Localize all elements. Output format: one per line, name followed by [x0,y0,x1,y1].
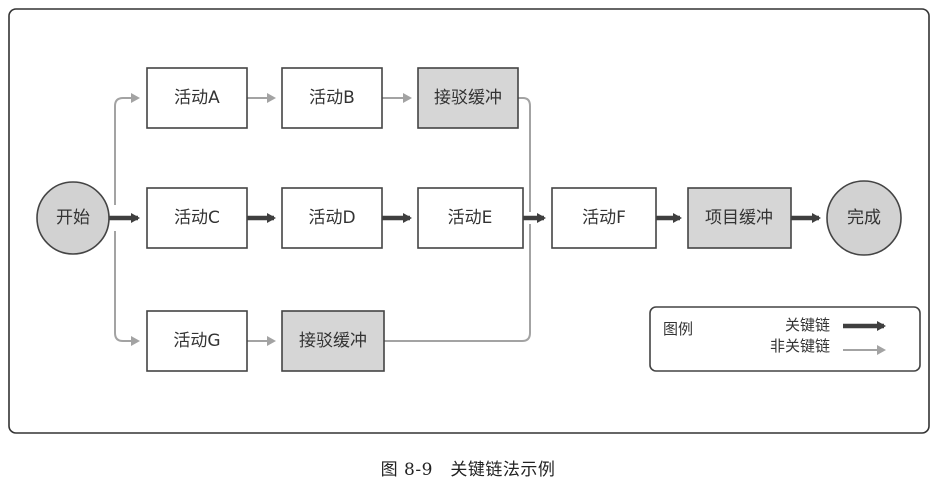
activity-a-label: 活动A [174,88,220,108]
activity-b-node: 活动B [281,67,383,129]
project-buffer-label: 项目缓冲 [705,208,773,228]
figure-caption: 图 8-9 关键链法示例 [380,460,556,480]
noncritical-connectors [114,93,531,346]
activity-b-label: 活动B [309,88,355,108]
connector-start-to-g [114,231,140,346]
feeding-buffer-bottom-label: 接驳缓冲 [299,331,367,351]
activity-e-label: 活动E [448,208,493,228]
feeding-buffer-bottom-node: 接驳缓冲 [281,310,385,372]
legend: 图例 关键链 非关键链 [649,306,921,372]
activity-f-node: 活动F [551,187,657,249]
feeding-buffer-top-node: 接驳缓冲 [417,67,519,129]
activity-c-label: 活动C [174,208,220,228]
activity-e-node: 活动E [417,187,524,249]
connector-start-to-a [114,93,140,205]
connector-bottom-buffer-merge [384,224,531,342]
feeding-buffer-top-label: 接驳缓冲 [434,88,502,108]
legend-noncritical-label: 非关键链 [770,337,830,355]
finish-label: 完成 [847,208,881,228]
start-node: 开始 [36,181,110,255]
legend-critical-label: 关键链 [785,316,830,334]
activity-c-node: 活动C [146,187,248,249]
finish-node: 完成 [826,180,902,256]
legend-box [649,306,921,372]
activity-g-node: 活动G [146,310,248,372]
activity-f-label: 活动F [582,208,626,228]
activity-d-node: 活动D [281,187,383,249]
activity-a-node: 活动A [146,67,248,129]
legend-title: 图例 [663,320,693,338]
connector-top-buffer-merge [518,97,531,212]
start-label: 开始 [56,208,90,228]
activity-d-label: 活动D [308,208,355,228]
activity-g-label: 活动G [173,331,220,351]
project-buffer-node: 项目缓冲 [687,187,792,249]
